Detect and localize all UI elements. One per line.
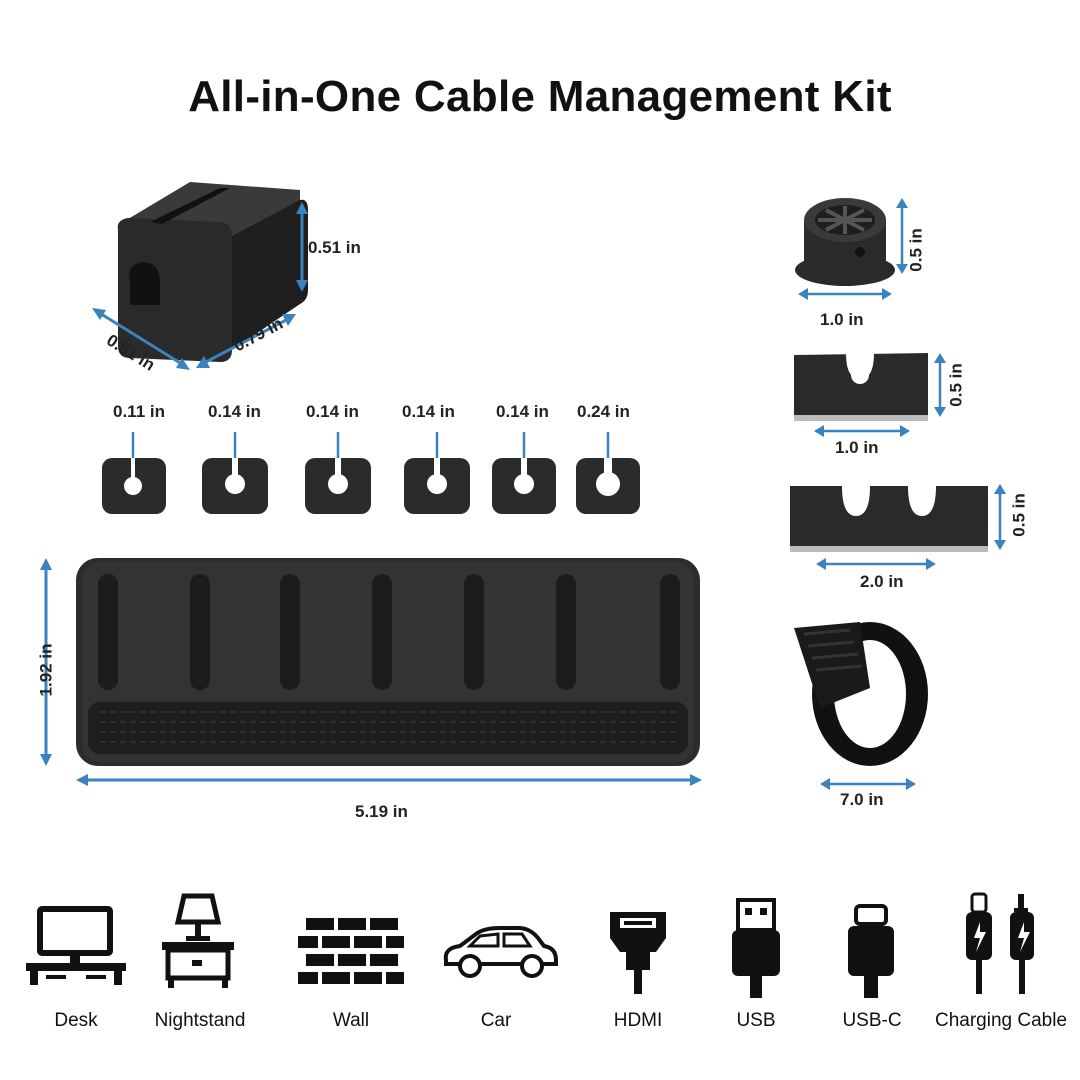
usb-label: USB bbox=[736, 1010, 776, 1031]
clip-1-label: 0.11 in bbox=[113, 402, 165, 421]
clip-5-label: 0.14 in bbox=[496, 402, 549, 421]
small-clips-row bbox=[102, 432, 640, 514]
car-label: Car bbox=[480, 1010, 512, 1031]
round-clip-image bbox=[795, 198, 908, 300]
clip-5-image bbox=[492, 432, 556, 514]
base-plate-image bbox=[40, 558, 702, 786]
velcro-tie-length-label: 7.0 in bbox=[840, 790, 884, 809]
double-slot-clip-image bbox=[790, 484, 1006, 570]
nightstand-icon bbox=[162, 893, 234, 988]
clip-1-image bbox=[102, 432, 166, 514]
single-slot-clip-height-label: 0.5 in bbox=[935, 363, 978, 406]
hdmi-label: HDMI bbox=[613, 1010, 663, 1031]
cube-depth-label: 0.51 in bbox=[103, 330, 158, 374]
round-clip-width-label: 1.0 in bbox=[820, 310, 864, 329]
clip-4-label: 0.14 in bbox=[402, 402, 455, 421]
double-slot-clip-width-label: 2.0 in bbox=[860, 572, 904, 591]
charging-cable-icon bbox=[966, 892, 1034, 994]
double-slot-clip-height-text: 0.5 in bbox=[1009, 493, 1029, 537]
base-plate-width-label: 5.19 in bbox=[355, 802, 408, 821]
clip-3-label: 0.14 in bbox=[306, 402, 359, 421]
usb-c-icon bbox=[848, 904, 894, 998]
desk-label: Desk bbox=[54, 1010, 98, 1031]
desk-icon bbox=[26, 906, 126, 985]
clip-6-image bbox=[576, 432, 640, 514]
base-plate-height-text: 1.92 in bbox=[36, 643, 56, 697]
usb-c-label: USB-C bbox=[842, 1010, 902, 1031]
usb-icon bbox=[732, 898, 780, 998]
clip-2-label: 0.14 in bbox=[208, 402, 261, 421]
round-clip-height-text: 0.5 in bbox=[906, 228, 926, 272]
double-slot-clip-height-label: 0.5 in bbox=[998, 493, 1041, 536]
cube-height-label: 0.51 in bbox=[308, 238, 361, 257]
cube-width-label: 0.79 in bbox=[230, 314, 286, 356]
cube-clip-image bbox=[92, 182, 308, 370]
clip-6-label: 0.24 in bbox=[577, 402, 630, 421]
clip-4-image bbox=[404, 432, 470, 514]
single-slot-clip-width-label: 1.0 in bbox=[835, 438, 879, 457]
clip-2-image bbox=[202, 432, 268, 514]
page-title: All-in-One Cable Management Kit bbox=[188, 72, 892, 121]
charging-cable-label: Charging Cable bbox=[934, 1010, 1068, 1031]
wall-label: Wall bbox=[332, 1010, 370, 1031]
round-clip-height-label: 0.5 in bbox=[895, 228, 938, 271]
velcro-tie-image bbox=[794, 622, 928, 790]
wall-icon bbox=[298, 918, 404, 984]
base-plate-height-label: 1.92 in bbox=[20, 644, 73, 697]
car-icon bbox=[443, 926, 558, 978]
single-slot-clip-image bbox=[794, 353, 946, 437]
clip-3-image bbox=[305, 432, 371, 514]
nightstand-label: Nightstand bbox=[154, 1010, 246, 1031]
single-slot-clip-height-text: 0.5 in bbox=[946, 363, 966, 407]
hdmi-icon bbox=[610, 912, 666, 994]
